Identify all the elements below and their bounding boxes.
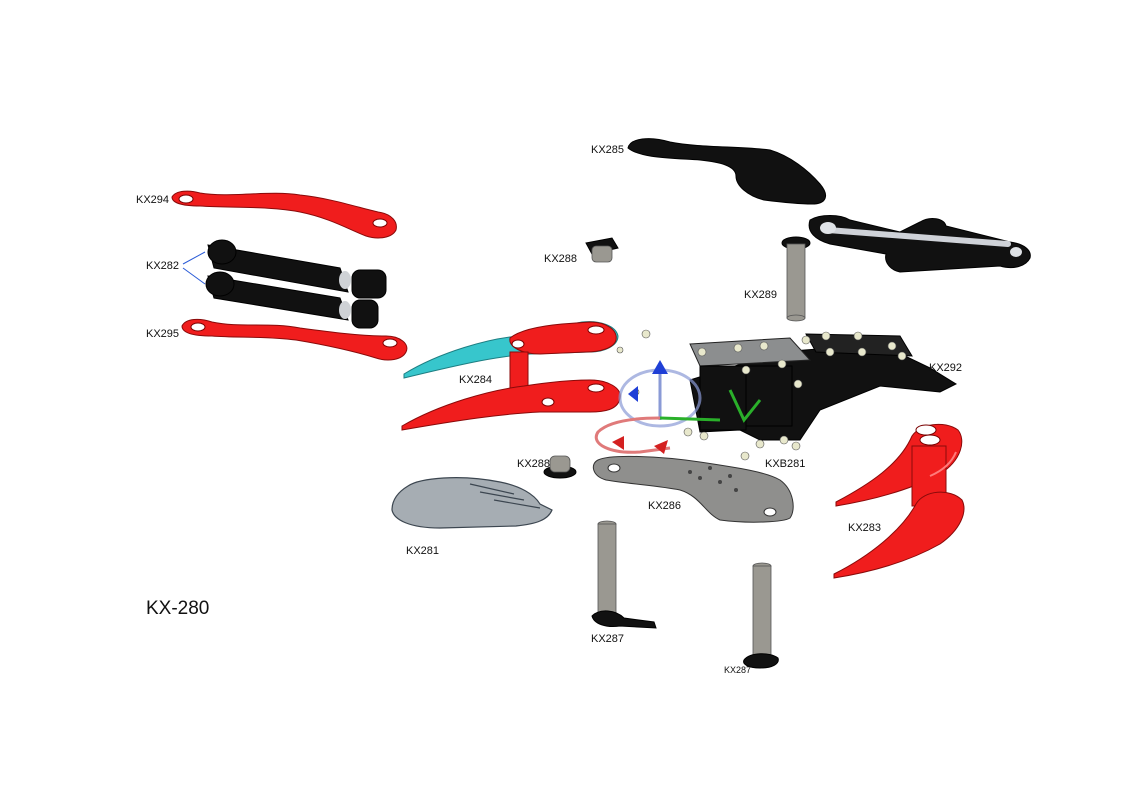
part-kx283-claw xyxy=(833,423,965,579)
label-kx295: KX295 xyxy=(146,328,179,340)
part-kx287-pin-b xyxy=(743,562,779,669)
label-kx282: KX282 xyxy=(146,260,179,272)
label-kx283: KX283 xyxy=(848,522,881,534)
label-kx294: KX294 xyxy=(136,194,169,206)
label-kx287-a: KX287 xyxy=(591,633,624,645)
part-kx288-bushing-mid xyxy=(543,455,577,479)
label-kx292: KX292 xyxy=(929,362,962,374)
part-kx282-cylinders xyxy=(182,239,387,329)
part-kx285-arm xyxy=(627,138,827,205)
label-kx281: KX281 xyxy=(406,545,439,557)
label-kx284: KX284 xyxy=(459,374,492,386)
label-kx288-mid: KX288 xyxy=(517,458,550,470)
diagram-title: KX-280 xyxy=(146,598,209,619)
part-kx289-pin xyxy=(781,236,811,322)
label-kxb281: KXB281 xyxy=(765,458,805,470)
part-kx292-body xyxy=(689,333,958,441)
bolt-nuts xyxy=(616,329,907,461)
label-kx285: KX285 xyxy=(591,144,624,156)
label-kx288-top: KX288 xyxy=(544,253,577,265)
part-kx288-bushing-top xyxy=(585,237,619,263)
part-kx286-plate xyxy=(592,455,794,523)
transform-gizmo xyxy=(594,360,721,454)
part-kx284-levers xyxy=(401,321,621,431)
label-kx289: KX289 xyxy=(744,289,777,301)
part-kx281-plate xyxy=(391,477,553,529)
part-kx294-link xyxy=(171,190,397,239)
part-kx295-link xyxy=(181,318,408,361)
part-upper-frame xyxy=(808,215,1031,273)
label-kx286: KX286 xyxy=(648,500,681,512)
label-kx287-b: KX287 xyxy=(724,665,751,675)
part-kx287-pin-a xyxy=(591,520,657,629)
